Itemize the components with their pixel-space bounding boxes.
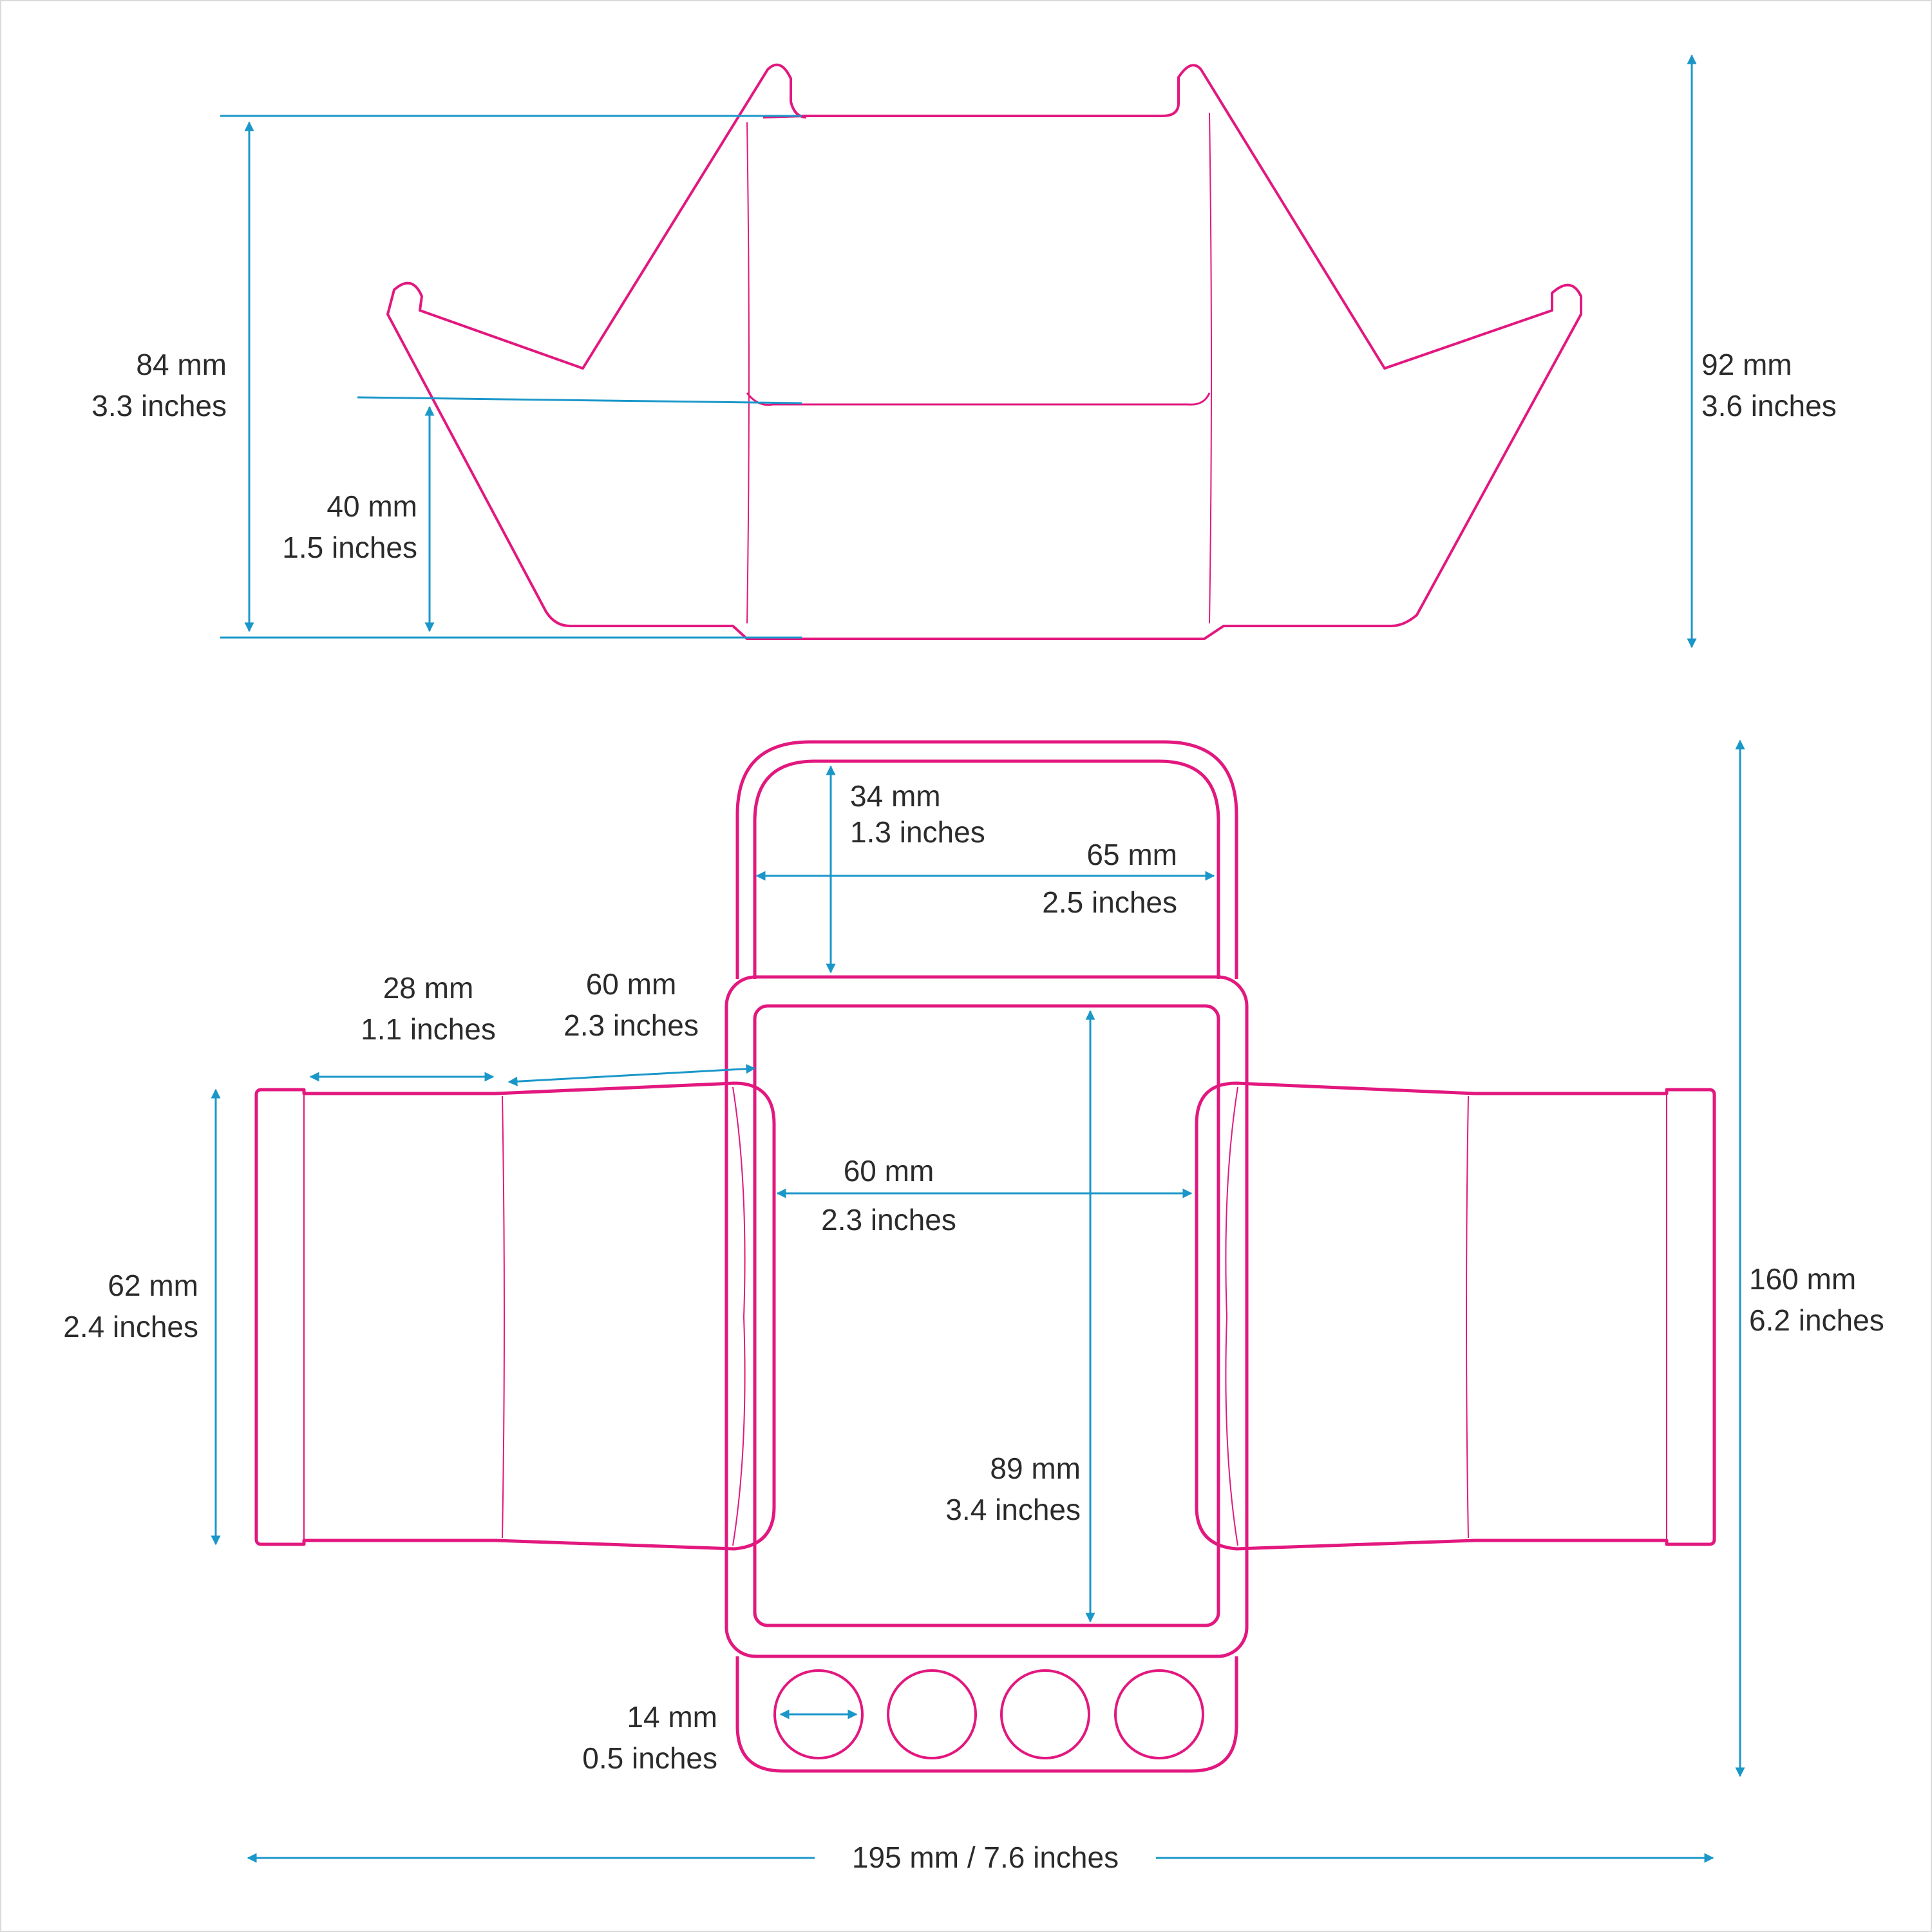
boat-profile-outline xyxy=(386,63,1582,640)
net-outline xyxy=(254,740,1716,1773)
hole-1 xyxy=(773,1669,864,1759)
center-panel-inner xyxy=(753,1004,1220,1627)
net-dimension-lines xyxy=(211,739,1745,1863)
dim-net-width-label: 195 mm / 7.6 inches xyxy=(851,1841,1119,1874)
left-wing xyxy=(254,1081,776,1551)
net-fold-lines xyxy=(303,1086,1667,1546)
center-panel-outer xyxy=(724,975,1249,1658)
holes xyxy=(773,1669,1204,1759)
boat-fold-lines xyxy=(746,112,1212,624)
right-wing xyxy=(1195,1081,1716,1551)
top-flap-inner xyxy=(753,759,1220,979)
hole-3 xyxy=(1000,1669,1090,1759)
hole-2 xyxy=(887,1669,977,1759)
bottom-flap-outer xyxy=(735,1656,1238,1773)
hole-4 xyxy=(1114,1669,1204,1759)
top-flap-outer xyxy=(735,740,1238,979)
top-dimension-lines xyxy=(220,54,1697,649)
